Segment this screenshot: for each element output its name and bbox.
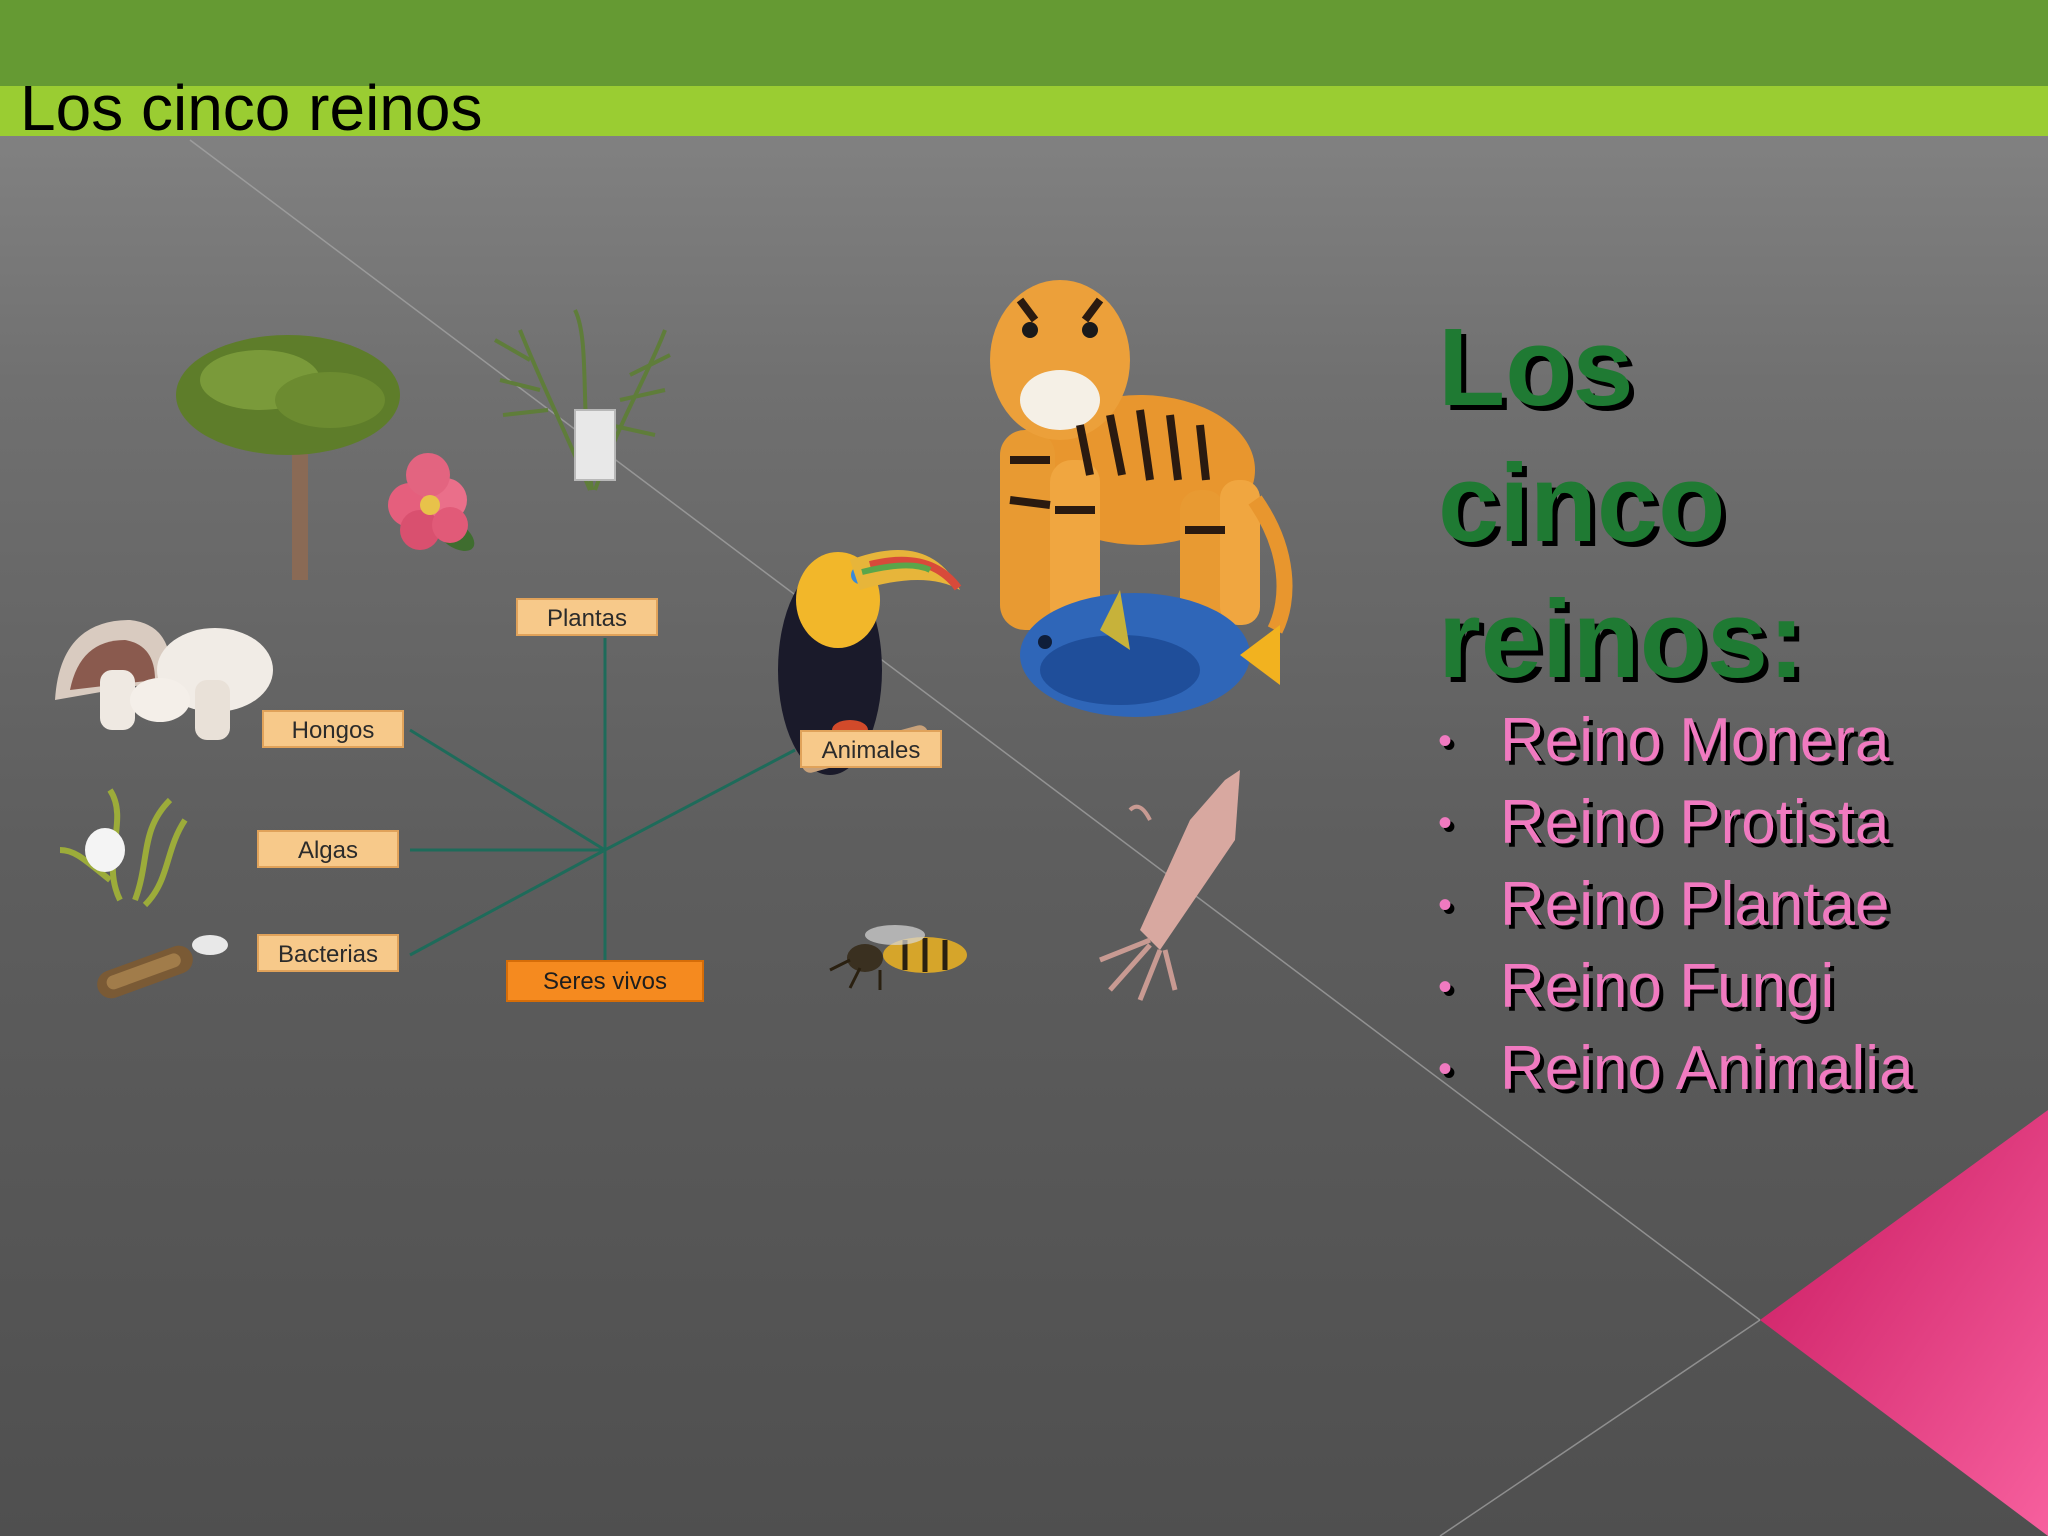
label-plantas: Plantas — [516, 598, 658, 636]
heading-line: reinos: — [1438, 578, 1805, 701]
flower-icon — [388, 453, 475, 551]
kingdoms-heading: Los cinco reinos: — [1438, 300, 1805, 708]
bullet-icon: • — [1438, 801, 1453, 845]
heading-line: cinco — [1438, 442, 1726, 565]
heading-line: Los — [1438, 306, 1634, 429]
wasp-icon — [829, 925, 967, 990]
kingdoms-diagram: Plantas Hongos Algas Bacterias Animales … — [0, 160, 1340, 1060]
fish-icon — [1020, 590, 1280, 717]
branch-lines — [409, 638, 796, 960]
fern-icon — [494, 309, 671, 491]
list-item-label: Reino Plantae — [1500, 870, 1890, 939]
decorative-line — [1439, 1319, 1761, 1536]
label-algas: Algas — [257, 830, 399, 868]
bullet-icon: • — [1438, 1047, 1453, 1091]
label-seres-vivos: Seres vivos — [506, 960, 704, 1002]
branch-line-hongos — [409, 728, 606, 852]
list-item-label: Reino Monera — [1500, 706, 1890, 775]
list-item-label: Reino Fungi — [1500, 952, 1835, 1021]
list-item: • Reino Monera — [1438, 700, 1914, 782]
label-hongos: Hongos — [262, 710, 404, 748]
list-item: • Reino Plantae — [1438, 864, 1914, 946]
tree-icon — [176, 335, 400, 580]
squid-icon — [1099, 770, 1240, 1001]
list-item-label: Reino Animalia — [1500, 1034, 1914, 1103]
list-item: • Reino Protista — [1438, 782, 1914, 864]
mushroom-icon — [55, 620, 273, 740]
branch-line-bacterias — [409, 848, 606, 957]
top-band — [0, 0, 2048, 86]
seaweed-icon — [59, 788, 188, 908]
list-item: • Reino Animalia — [1438, 1028, 1914, 1110]
label-animales: Animales — [800, 730, 942, 768]
title-band — [0, 86, 2048, 136]
diagram-drawing — [55, 280, 1293, 1001]
list-item: • Reino Fungi — [1438, 946, 1914, 1028]
bullet-icon: • — [1438, 883, 1453, 927]
bullet-icon: • — [1438, 965, 1453, 1009]
bullet-icon: • — [1438, 719, 1453, 763]
list-item-label: Reino Protista — [1500, 788, 1890, 857]
kingdom-list: • Reino Monera • Reino Protista • Reino Pla… — [1438, 700, 1914, 1110]
slide-title: Los cinco reinos — [20, 72, 483, 144]
label-bacterias: Bacterias — [257, 934, 399, 972]
branch-line-animales — [604, 748, 796, 852]
bacteria-icon — [97, 935, 228, 999]
tiger-icon — [990, 280, 1293, 634]
